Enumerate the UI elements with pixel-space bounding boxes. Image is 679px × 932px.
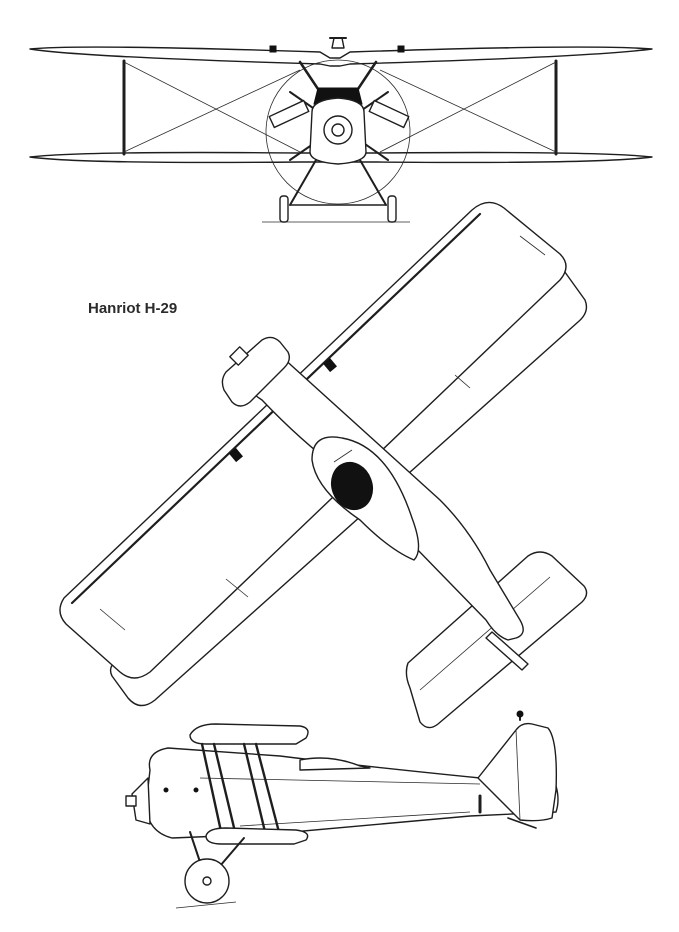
aircraft-caption: Hanriot H-29 <box>88 300 178 317</box>
